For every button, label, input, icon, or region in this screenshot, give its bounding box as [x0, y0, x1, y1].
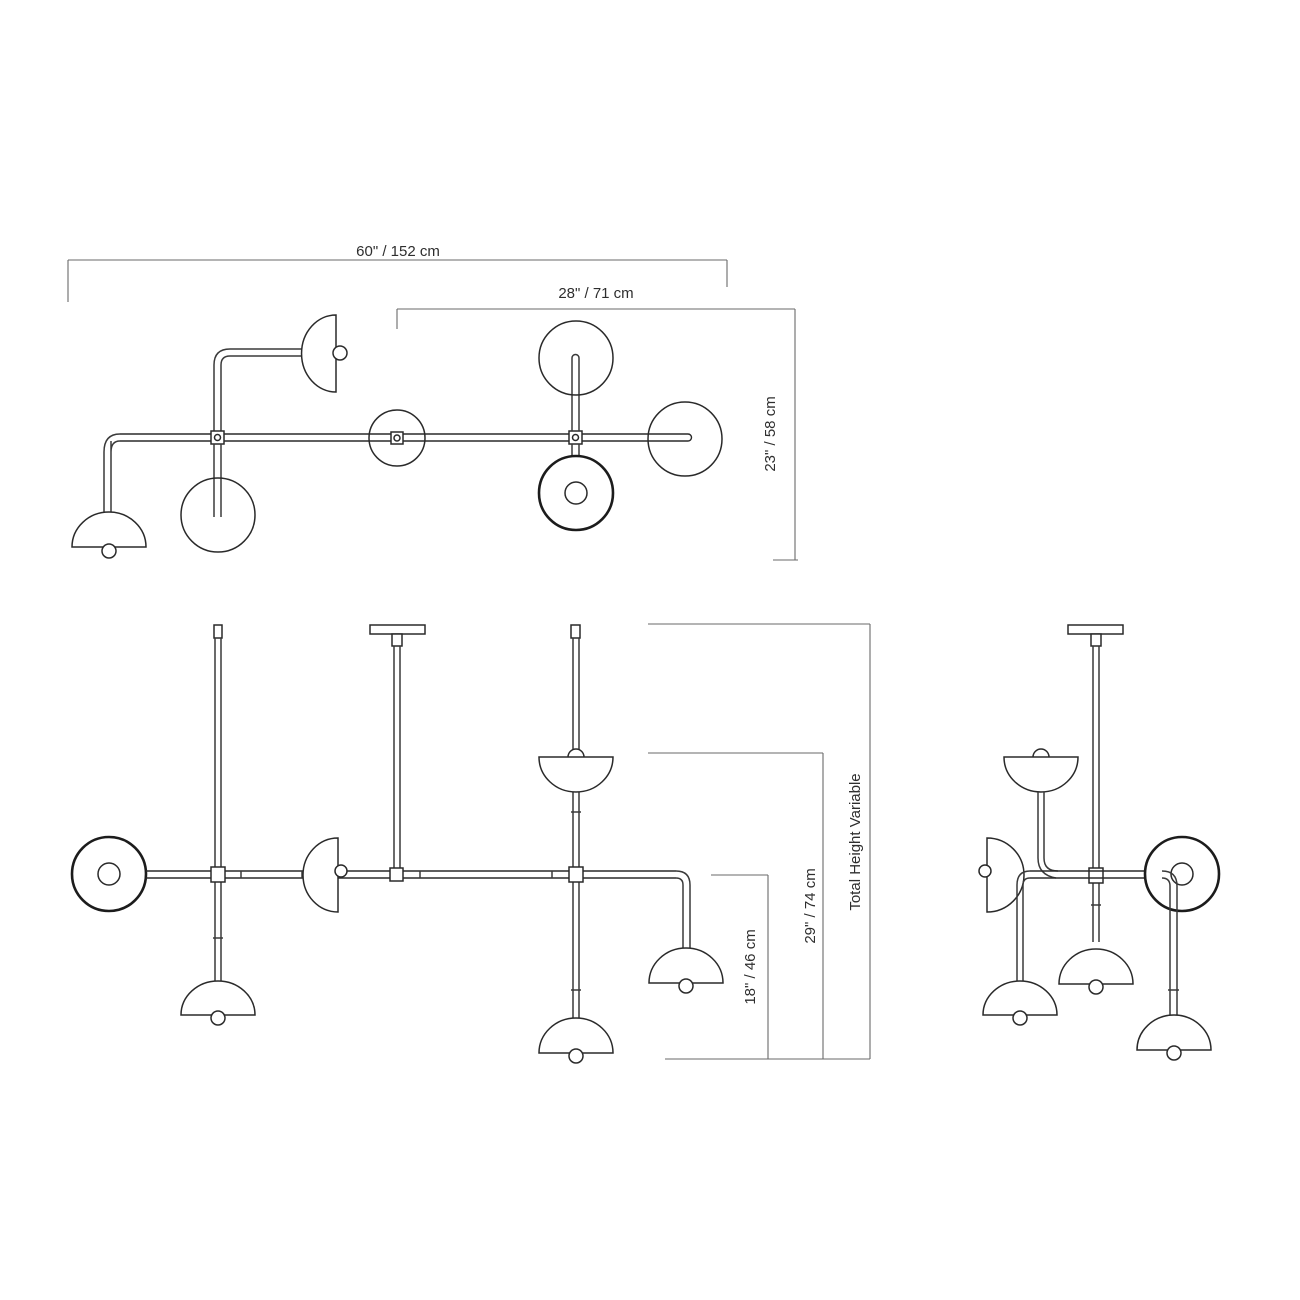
side-left-dome-shade-icon: [982, 980, 1058, 1016]
total-width-label: 60" / 152 cm: [356, 243, 440, 260]
side-elevation-view: [978, 624, 1221, 1061]
top-upper-bulb-icon: [332, 345, 348, 361]
top-left-dome-shade-icon: [71, 511, 147, 548]
front-elevation-view: Total Height Variable 29" / 74 cm 18" / …: [70, 623, 871, 1064]
top-left-elbow-arm: [103, 433, 121, 516]
front-right-lower-dome-shade-icon: [538, 1017, 614, 1054]
drop-lower-label: 18" / 46 cm: [742, 929, 759, 1004]
top-center-canopy-icon: [368, 409, 426, 467]
side-left-half-shade-icon: [986, 837, 1025, 913]
depth-label: 23" / 58 cm: [762, 396, 779, 471]
side-center-dome-shade-icon: [1058, 948, 1134, 985]
side-upper-dome-shade-icon: [1003, 756, 1079, 793]
front-right-elbow-arm: [675, 870, 691, 952]
front-left-dome-shade-icon: [180, 980, 256, 1016]
front-left-ceiling-mount: [213, 624, 223, 639]
top-left-disc-shade-icon: [180, 477, 256, 553]
top-upper-dome-shade-icon: [300, 314, 337, 393]
top-far-right-disc-shade-icon: [647, 401, 723, 477]
dimension-total-width: 60" / 152 cm: [67, 243, 728, 302]
dimension-half-width: 28" / 71 cm 23" / 58 cm: [396, 285, 798, 561]
drop-upper-label: 29" / 74 cm: [802, 868, 819, 943]
half-width-label: 28" / 71 cm: [558, 285, 633, 302]
side-canopy-icon: [1067, 624, 1124, 635]
front-mid-half-shade-icon: [302, 837, 339, 913]
dimension-heights: Total Height Variable 29" / 74 cm 18" / …: [648, 623, 871, 1060]
top-upper-elbow-arm: [213, 348, 302, 434]
front-far-right-dome-shade-icon: [648, 947, 724, 984]
total-height-label: Total Height Variable: [847, 773, 864, 910]
top-left-bulb-icon: [101, 543, 117, 559]
front-right-upper-dome-shade-icon: [538, 756, 614, 793]
top-right-upper-disc-shade-icon: [538, 320, 614, 396]
front-center-canopy-icon: [369, 624, 426, 635]
top-main-bar: [120, 433, 693, 442]
side-right-dome-shade-icon: [1136, 1014, 1212, 1051]
top-view: 60" / 152 cm 28" / 71 cm 23" / 58 cm: [67, 243, 798, 561]
front-right-ceiling-mount: [570, 624, 581, 639]
